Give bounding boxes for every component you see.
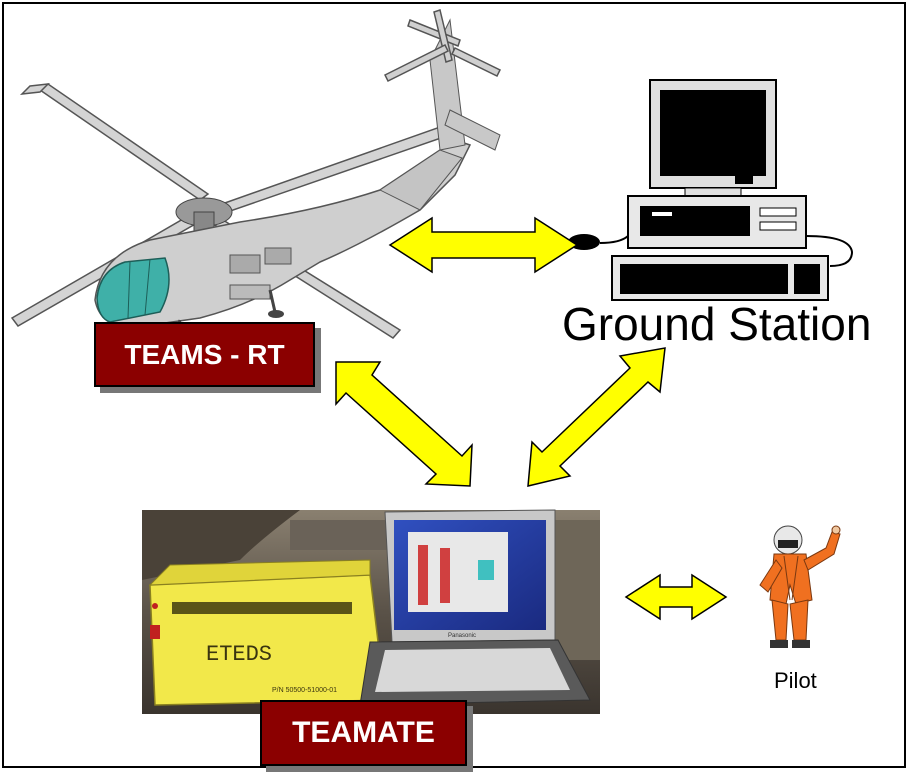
ground-station-label: Ground Station: [562, 298, 871, 350]
pilot-icon: [759, 525, 841, 648]
teams-rt-label: TEAMS - RT: [94, 322, 315, 387]
helicopter-icon: [10, 9, 502, 346]
computer-icon: [568, 79, 854, 301]
teamate-photo: ETEDS P/N 50500-51000-01 Panasonic: [142, 509, 600, 714]
laptop-brand-label: Panasonic: [448, 633, 476, 639]
laptop-icon: Panasonic: [359, 509, 591, 706]
eteds-label: ETEDS: [206, 642, 272, 667]
arrow-helicopter-ground: [388, 216, 579, 274]
arrow-teamsrt-teamate: [335, 361, 473, 487]
arrow-ground-teamate: [527, 347, 666, 487]
eteds-box-icon: ETEDS P/N 50500-51000-01: [148, 559, 386, 706]
arrow-teamate-pilot: [624, 573, 728, 621]
teamate-label: TEAMATE: [260, 700, 467, 766]
part-number-label: P/N 50500-51000-01: [272, 687, 337, 694]
pilot-label: Pilot: [774, 668, 817, 693]
